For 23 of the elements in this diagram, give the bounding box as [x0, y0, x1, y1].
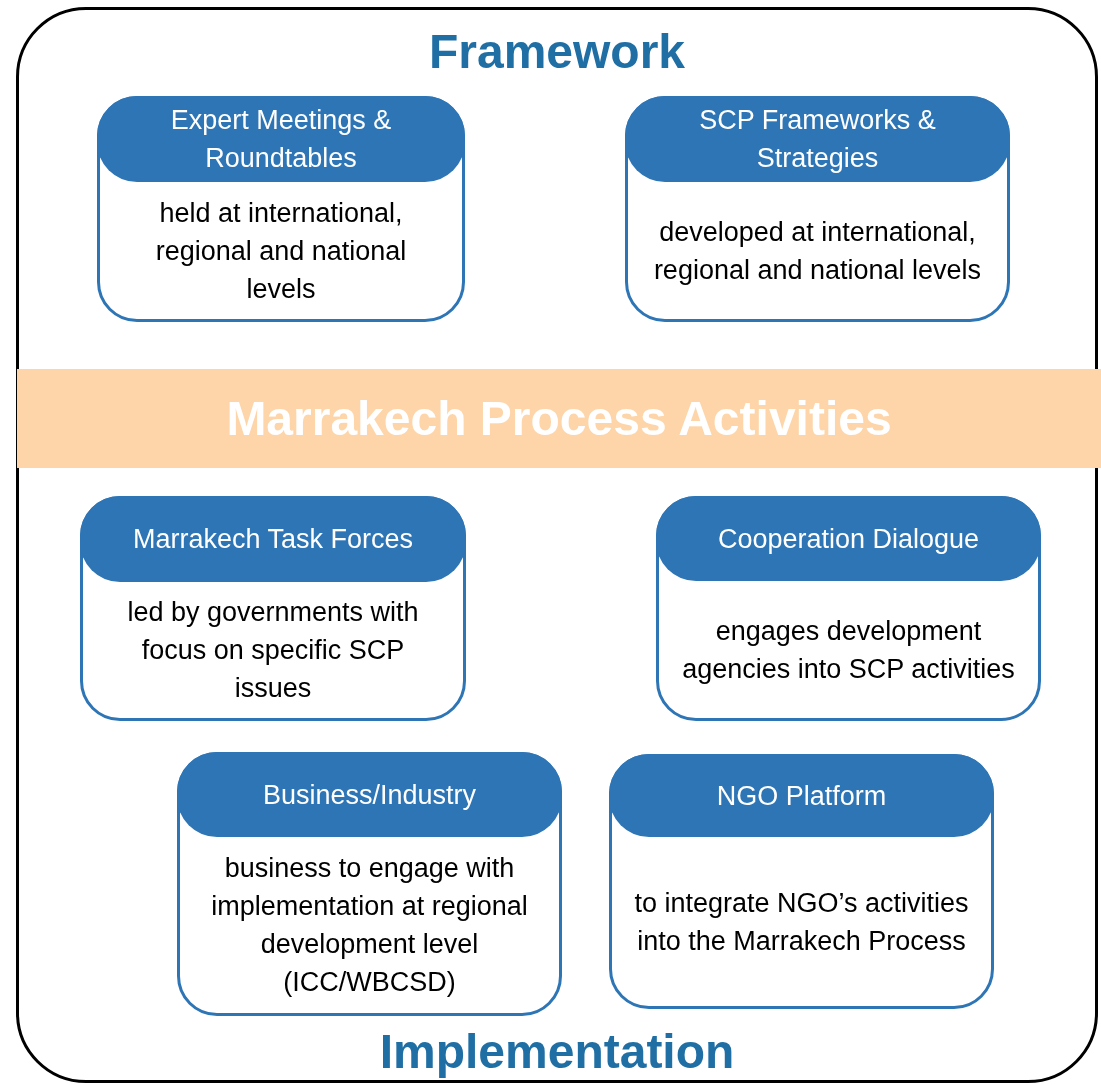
card-heading: Expert Meetings & Roundtables — [97, 96, 465, 182]
card-text: to integrate NGO’s activities into the Marrakech Process — [633, 886, 970, 958]
card-text: engages development agencies into SCP activities — [681, 614, 1016, 686]
card-heading: NGO Platform — [609, 754, 994, 837]
card-heading: Business/Industry — [177, 752, 562, 837]
card-text: held at international, regional and national levels — [154, 196, 408, 306]
bottom-heading: Implementation — [379, 1028, 735, 1076]
frame-border — [16, 7, 1098, 1083]
rounded-card — [177, 752, 562, 1016]
card-heading: SCP Frameworks & Strategies — [625, 96, 1010, 182]
top-heading: Framework — [428, 28, 686, 76]
rounded-card — [80, 496, 466, 721]
card-text: led by governments with focus on specific SCP issues — [126, 596, 420, 705]
rounded-card — [656, 496, 1041, 721]
rounded-card — [97, 96, 465, 322]
card-text: developed at international, regional and national levels — [652, 215, 983, 287]
rounded-card — [609, 754, 994, 1009]
card-text: business to engage with implementation at regional development level (ICC/WBCSD) — [210, 852, 529, 999]
card-heading: Marrakech Task Forces — [80, 496, 466, 582]
band-title: Marrakech Process Activities — [226, 391, 892, 446]
card-heading: Cooperation Dialogue — [656, 496, 1041, 581]
rounded-card — [625, 96, 1010, 322]
title-band — [17, 369, 1101, 468]
